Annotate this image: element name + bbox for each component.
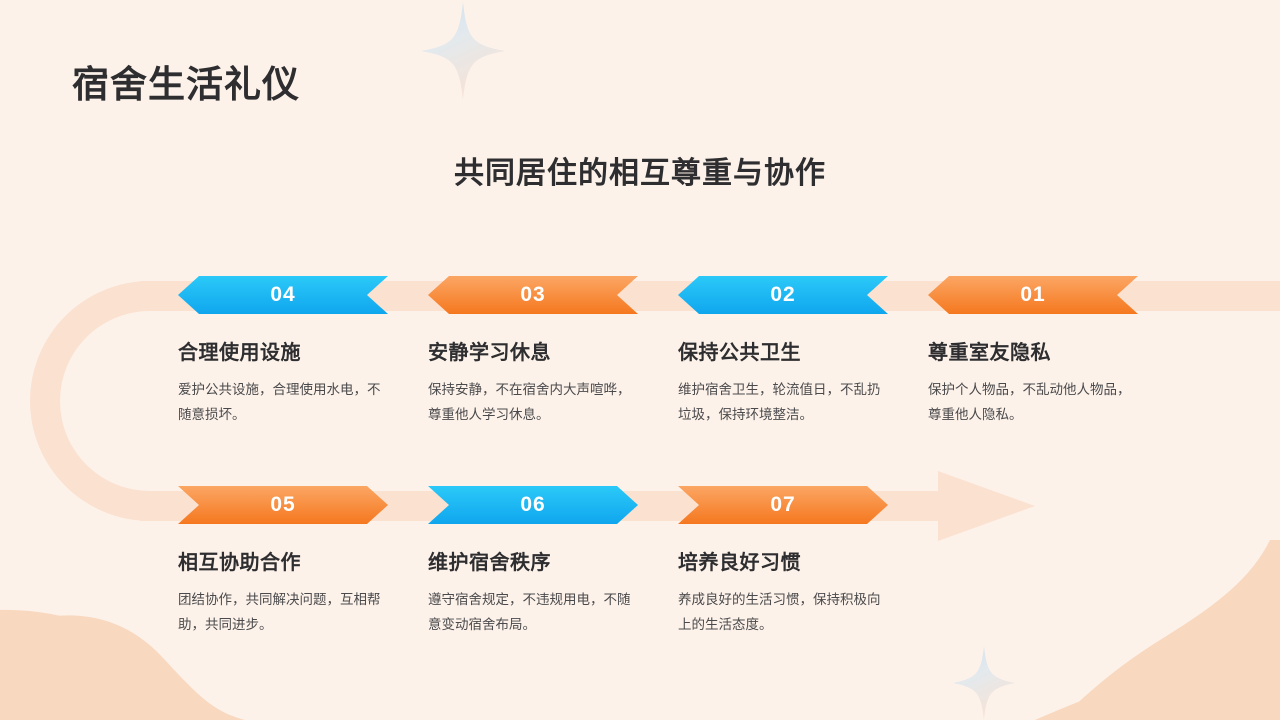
card-number-05: 05: [270, 493, 296, 516]
timeline-row-2: 05 相互协助合作 团结协作，共同解决问题，互相帮助，共同进步。 06 维护宿舍…: [0, 486, 1280, 656]
card-title-02: 保持公共卫生: [678, 342, 801, 364]
page-subtitle: 共同居住的相互尊重与协作: [454, 157, 826, 190]
card-banner-03[interactable]: 03: [428, 276, 638, 314]
card-banner-05[interactable]: 05: [178, 486, 388, 524]
timeline-card-04[interactable]: 04 合理使用设施 爱护公共设施，合理使用水电，不随意损坏。: [178, 276, 428, 427]
card-banner-06[interactable]: 06: [428, 486, 638, 524]
timeline-card-03[interactable]: 03 安静学习休息 保持安静，不在宿舍内大声喧哗，尊重他人学习休息。: [428, 276, 678, 427]
card-title-06: 维护宿舍秩序: [428, 552, 551, 574]
card-number-07: 07: [770, 493, 796, 516]
timeline-row-1: 04 合理使用设施 爱护公共设施，合理使用水电，不随意损坏。 03 安静学习休息…: [0, 276, 1280, 446]
card-number-06: 06: [520, 493, 546, 516]
card-desc-07: 养成良好的生活习惯，保持积极向上的生活态度。: [678, 592, 881, 632]
card-number-02: 02: [770, 283, 796, 306]
sparkle-bottom-icon: [953, 646, 1015, 720]
card-title-07: 培养良好习惯: [678, 552, 801, 574]
sparkle-top-icon: [421, 2, 505, 100]
timeline-card-07[interactable]: 07 培养良好习惯 养成良好的生活习惯，保持积极向上的生活态度。: [678, 486, 928, 637]
card-title-01: 尊重室友隐私: [928, 342, 1051, 364]
card-desc-06: 遵守宿舍规定，不违规用电，不随意变动宿舍布局。: [428, 592, 631, 632]
card-number-04: 04: [270, 283, 296, 306]
card-title-03: 安静学习休息: [428, 342, 551, 364]
card-number-01: 01: [1020, 283, 1046, 306]
card-title-04: 合理使用设施: [178, 342, 301, 364]
card-desc-05: 团结协作，共同解决问题，互相帮助，共同进步。: [178, 592, 381, 632]
timeline-card-06[interactable]: 06 维护宿舍秩序 遵守宿舍规定，不违规用电，不随意变动宿舍布局。: [428, 486, 678, 637]
card-banner-01[interactable]: 01: [928, 276, 1138, 314]
card-number-03: 03: [520, 283, 546, 306]
card-banner-02[interactable]: 02: [678, 276, 888, 314]
card-desc-04: 爱护公共设施，合理使用水电，不随意损坏。: [178, 382, 381, 422]
timeline-card-02[interactable]: 02 保持公共卫生 维护宿舍卫生，轮流值日，不乱扔垃圾，保持环境整洁。: [678, 276, 928, 427]
card-banner-07[interactable]: 07: [678, 486, 888, 524]
timeline-card-01[interactable]: 01 尊重室友隐私 保护个人物品，不乱动他人物品，尊重他人隐私。: [928, 276, 1178, 427]
card-desc-02: 维护宿舍卫生，轮流值日，不乱扔垃圾，保持环境整洁。: [678, 382, 881, 422]
card-title-05: 相互协助合作: [178, 552, 301, 574]
page-title: 宿舍生活礼仪: [72, 64, 300, 105]
card-banner-04[interactable]: 04: [178, 276, 388, 314]
card-desc-03: 保持安静，不在宿舍内大声喧哗，尊重他人学习休息。: [428, 382, 631, 422]
timeline-card-05[interactable]: 05 相互协助合作 团结协作，共同解决问题，互相帮助，共同进步。: [178, 486, 428, 637]
card-desc-01: 保护个人物品，不乱动他人物品，尊重他人隐私。: [928, 382, 1131, 422]
